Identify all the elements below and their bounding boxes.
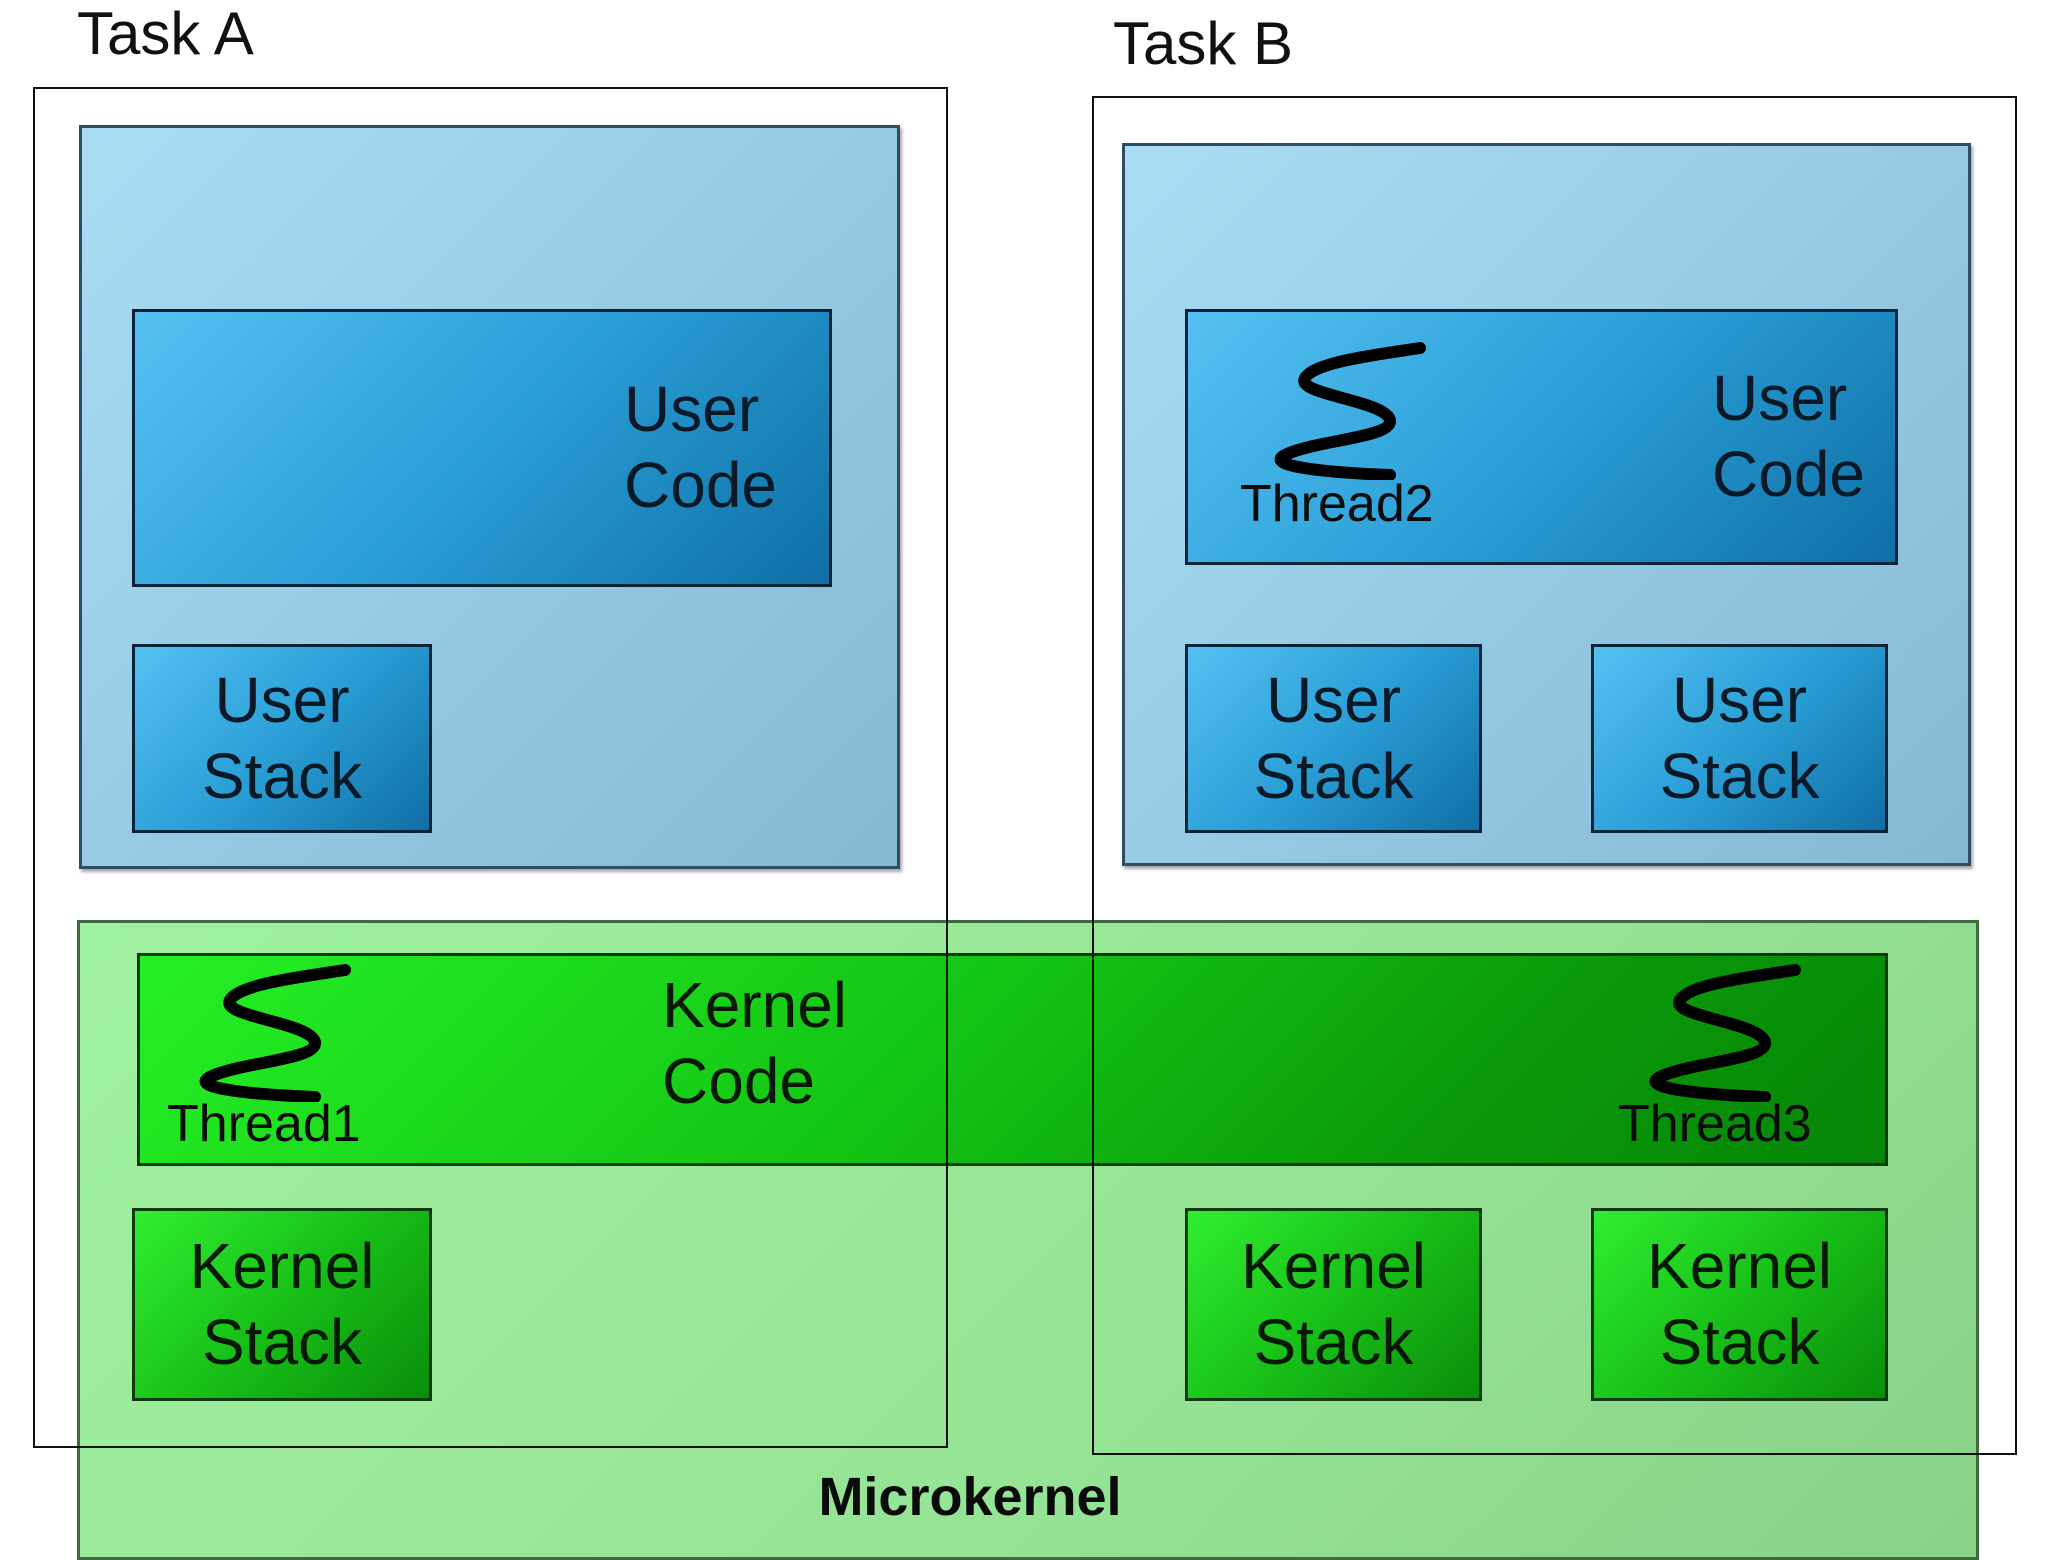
kernel-stack-b2: Kernel Stack <box>1591 1208 1888 1401</box>
kernel-stack-line1: Kernel <box>1647 1229 1832 1302</box>
kernel-code-line1: Kernel <box>662 969 847 1041</box>
user-code-line2: Code <box>624 449 777 521</box>
kernel-stack-line2: Stack <box>1659 1305 1820 1378</box>
kernel-code-label: Kernel Code <box>662 968 847 1119</box>
user-stack-line1: User <box>1671 663 1808 736</box>
thread2-icon <box>1274 342 1426 480</box>
task-b-user-code-label: User Code <box>1712 361 1865 512</box>
task-a-user-code: User Code <box>132 309 832 587</box>
thread3-label: Thread3 <box>1618 1095 1812 1153</box>
user-stack-line2: Stack <box>1253 739 1414 812</box>
task-b-box <box>1092 96 2017 1455</box>
kernel-stack-b1: Kernel Stack <box>1185 1208 1482 1401</box>
user-code-line2: Code <box>1712 438 1865 510</box>
kernel-stack-a: Kernel Stack <box>132 1208 432 1401</box>
task-b-label: Task B <box>1113 10 1294 77</box>
user-stack-line1: User <box>214 663 350 736</box>
kernel-code-line2: Code <box>662 1044 815 1117</box>
user-stack-line2: Stack <box>201 739 363 812</box>
task-a-user-code-label: User Code <box>624 372 777 523</box>
microkernel-label: Microkernel <box>818 1467 1122 1527</box>
task-b-user-code: User Code <box>1185 309 1898 565</box>
task-b-user-stack-1: User Stack <box>1185 644 1482 833</box>
thread1-label: Thread1 <box>167 1095 361 1153</box>
thread1-icon <box>199 964 351 1102</box>
task-b-user-stack-2: User Stack <box>1591 644 1888 833</box>
kernel-code <box>137 953 1888 1166</box>
kernel-stack-line2: Stack <box>1253 1305 1414 1378</box>
task-a-user-stack: User Stack <box>132 644 432 833</box>
kernel-stack-line1: Kernel <box>189 1229 375 1302</box>
user-code-line1: User <box>1712 362 1848 435</box>
user-stack-line1: User <box>1265 663 1402 736</box>
kernel-stack-line1: Kernel <box>1241 1229 1426 1302</box>
task-a-box <box>33 87 948 1448</box>
task-a-label: Task A <box>77 0 254 67</box>
user-code-line1: User <box>624 373 760 446</box>
user-stack-line2: Stack <box>1659 739 1820 812</box>
kernel-stack-line2: Stack <box>201 1305 363 1378</box>
thread2-label: Thread2 <box>1240 475 1434 533</box>
thread3-icon <box>1649 964 1801 1102</box>
